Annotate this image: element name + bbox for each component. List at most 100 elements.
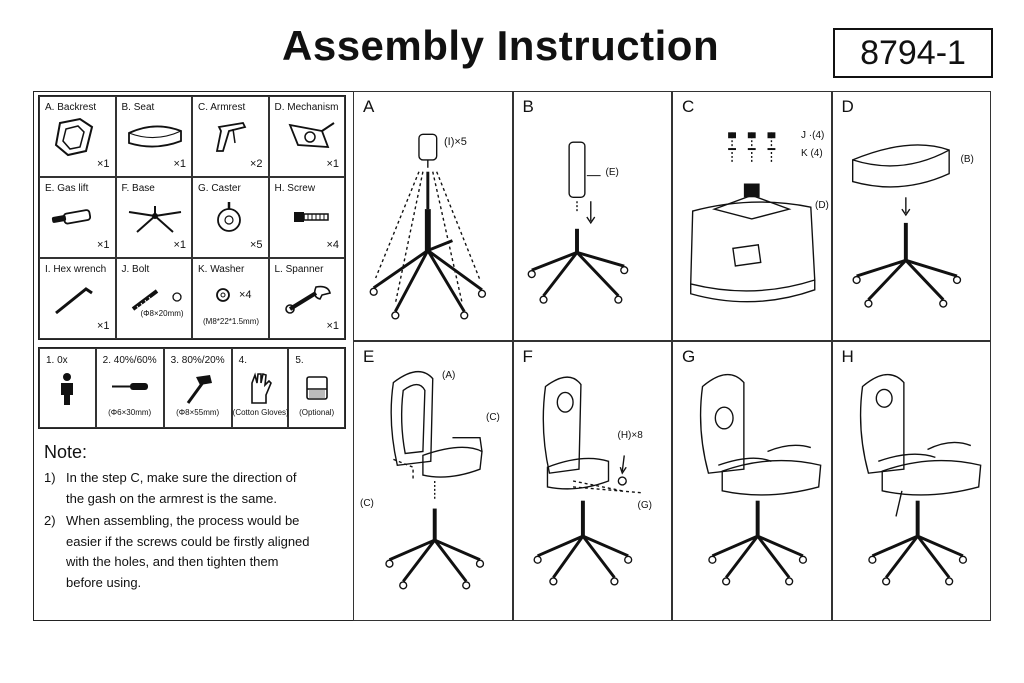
step-letter: H (841, 347, 854, 366)
note-heading: Note: (44, 442, 88, 462)
part-hex-wrench: I. Hex wrench ×1 (39, 258, 116, 339)
part-qty: ×1 (173, 239, 186, 251)
note-number: 1) (44, 470, 56, 485)
part-screw: H. Screw ×4 (268, 177, 345, 258)
step-caption: (E) (605, 167, 619, 178)
part-qty: ×1 (173, 158, 186, 170)
step-e-illustration (385, 371, 485, 590)
backrest-icon (54, 117, 94, 157)
step-a-illustration (369, 133, 487, 320)
step-g: G (672, 341, 832, 621)
step-f-illustration (532, 376, 642, 586)
seat-icon (127, 125, 182, 148)
part-label: E. Gas lift (45, 183, 89, 194)
part-label: C. Armrest (198, 102, 246, 113)
note-item: 1) In the step C, make sure the direction… (44, 468, 314, 509)
step-d-illustration (851, 144, 961, 308)
tool-label: 3. 80%/20% (170, 355, 225, 366)
washer-icon (216, 288, 230, 302)
part-bolt: J. Bolt (Φ8×20mm) (115, 258, 192, 339)
tool-label: 5. (295, 355, 304, 366)
parts-list: A. Backrest ×1 B. Seat ×1 C. Armrest ×2 … (38, 95, 346, 340)
page-title: Assembly Instruction (282, 22, 720, 69)
note-item: 2)When assembling, the process would be … (44, 511, 314, 593)
part-backrest: A. Backrest ×1 (39, 96, 116, 177)
step-caption: (C) (486, 412, 500, 423)
part-qty: ×4 (326, 239, 339, 251)
tool-label: 1. 0x (46, 355, 68, 366)
hammer-icon (186, 375, 212, 404)
step-letter: D (841, 97, 854, 116)
step-caption: (G) (637, 500, 652, 511)
step-letter: F (522, 347, 533, 366)
part-label: F. Base (121, 183, 155, 194)
base-icon (128, 206, 181, 233)
tools-list: 1. 0x 2. 40%/60% (Φ6×30mm) 3. 80%/20% (Φ… (38, 347, 346, 429)
step-caption: J ·(4) (801, 130, 825, 141)
bolt-icon (131, 289, 182, 311)
step-b: B (E) (512, 91, 672, 341)
step-caption: (H)×8 (617, 430, 643, 441)
tool-gloves: 4. (Cotton Gloves) (231, 348, 289, 428)
part-qty: ×1 (326, 320, 339, 332)
screwdriver-icon (111, 383, 148, 390)
step-h: H (831, 341, 991, 621)
tool-spec: (Cotton Gloves) (232, 408, 289, 417)
part-spanner: L. Spanner ×1 (268, 258, 345, 339)
step-c-illustration (690, 132, 816, 303)
part-label: D. Mechanism (274, 102, 339, 113)
part-seat: B. Seat ×1 (115, 96, 192, 177)
part-label: I. Hex wrench (45, 264, 107, 275)
step-letter: E (363, 347, 375, 366)
part-label: L. Spanner (274, 264, 324, 275)
part-gas-lift: E. Gas lift ×1 (39, 177, 116, 258)
part-label: K. Washer (198, 264, 245, 275)
tool-label: 2. 40%/60% (102, 355, 157, 366)
tool-spec: (Optional) (299, 408, 335, 417)
step-g-illustration (699, 373, 822, 586)
person-icon (61, 373, 74, 405)
step-caption: K (4) (801, 148, 823, 159)
part-mechanism: D. Mechanism ×1 (268, 96, 345, 177)
hex-wrench-icon (55, 287, 93, 315)
part-label: H. Screw (274, 183, 316, 194)
part-label: J. Bolt (121, 264, 150, 275)
part-qty: ×1 (96, 158, 110, 170)
step-caption: (I)×5 (444, 136, 467, 148)
part-label: A. Backrest (45, 102, 97, 113)
tool-label: 4. (238, 355, 247, 366)
part-qty: ×4 (239, 289, 252, 301)
gas-lift-icon (51, 209, 92, 225)
note-text: When assembling, the process would be ea… (66, 513, 310, 590)
part-label: B. Seat (121, 102, 155, 113)
step-b-illustration (527, 141, 628, 304)
step-caption: (B) (960, 154, 974, 165)
part-qty: ×1 (96, 320, 110, 332)
step-letter: C (682, 97, 695, 116)
part-spec: (M8*22*1.5mm) (203, 317, 260, 326)
caster-icon (217, 202, 241, 232)
step-d: D (B) (831, 91, 991, 341)
step-e: E (A) (C) (C) (353, 341, 513, 621)
step-f: F (H)×8 (G) (512, 341, 672, 621)
assembly-steps: A (I)×5 B (E) (353, 91, 991, 621)
tool-hammer: 3. 80%/20% (Φ8×55mm) (163, 348, 232, 428)
step-caption: (D) (815, 200, 829, 211)
tool-people: 1. 0x (39, 348, 96, 428)
step-caption: (C) (360, 498, 374, 509)
part-label: G. Caster (198, 183, 241, 194)
armrest-icon (215, 122, 247, 152)
part-base: F. Base ×1 (115, 177, 192, 258)
tool-spec: (Φ8×55mm) (176, 408, 220, 417)
note-text: In the step C, make sure the direction o… (66, 470, 297, 506)
mechanism-icon (288, 122, 335, 148)
box-icon (305, 376, 328, 400)
step-a: A (I)×5 (353, 91, 513, 341)
step-letter: G (682, 347, 696, 366)
part-qty: ×1 (326, 158, 339, 170)
spanner-icon (284, 285, 331, 314)
tool-optional: 5. (Optional) (288, 348, 345, 428)
tool-spec: (Φ6×30mm) (108, 408, 152, 417)
step-h-illustration (859, 373, 981, 586)
model-number: 8794-1 (833, 28, 993, 78)
